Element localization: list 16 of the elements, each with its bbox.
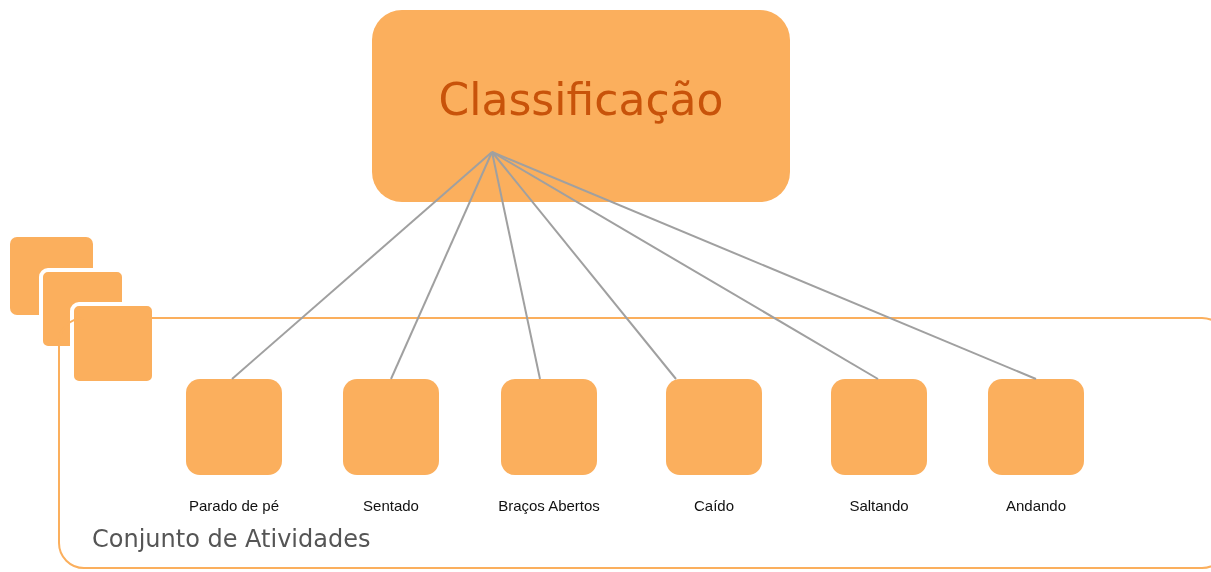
connector-line: [491, 151, 677, 380]
activity-label: Parado de pé: [188, 497, 280, 514]
box-title: Classificação: [438, 73, 724, 125]
activity-label: Sentado: [363, 497, 419, 514]
connector-line: [231, 151, 493, 380]
activity-label: Braços Abertos: [498, 497, 600, 514]
connector-line: [390, 151, 493, 380]
group-frame: [58, 317, 1211, 569]
connector-line: [491, 151, 541, 380]
activity-label: Saltando: [849, 497, 909, 514]
activity-label: Caído: [694, 497, 734, 514]
activity-label: Andando: [1005, 497, 1067, 514]
group-title: Conjunto de Atividades: [92, 525, 371, 553]
classification-box: [372, 10, 790, 202]
connector-line: [491, 151, 879, 380]
connector-line: [491, 151, 1037, 380]
